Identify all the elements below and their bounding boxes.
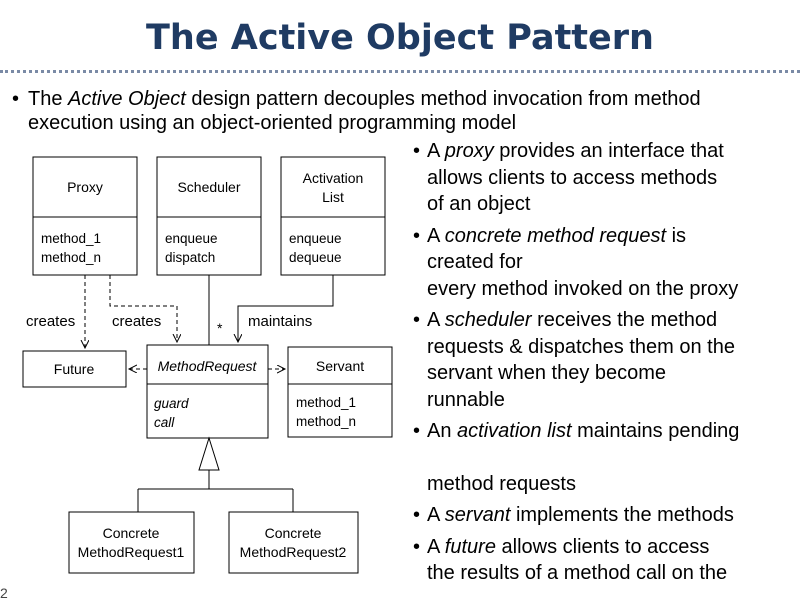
scheduler-name: Scheduler [177, 179, 240, 195]
bullet-marker: • [12, 88, 20, 110]
method-request-op-2: call [154, 415, 175, 430]
intro-emphasis: Active Object [68, 88, 186, 110]
proxy-op-1: method_1 [41, 231, 101, 246]
bullet-text: every method invoked on the proxy [427, 277, 739, 300]
bullet-text: A [427, 140, 445, 162]
bullet-text: the results of a method call on the [427, 562, 728, 584]
concrete-method-request-2-box [228, 511, 359, 574]
bullet-activation-list: • An activation list maintains pending m… [413, 418, 798, 497]
scheduler-box [156, 156, 262, 276]
activation-list-box [280, 156, 386, 276]
explanation-bullets: • A proxy provides an interface that all… [413, 138, 798, 587]
intro-prefix: The [28, 88, 69, 110]
intro-paragraph: • The Active Object design pattern decou… [12, 87, 792, 135]
bullet-text: implements the methods [510, 504, 734, 526]
creates-label-left: creates [26, 313, 75, 330]
proxy-class: Proxy method_1 method_n [32, 156, 138, 276]
bullet-scheduler: • A scheduler receives the method reques… [413, 307, 798, 413]
bullet-blank-line [427, 445, 798, 471]
concrete-1-name-line-2: MethodRequest1 [78, 544, 185, 560]
slide-number-fragment: 2 [0, 585, 8, 601]
bullet-text: An [427, 420, 458, 442]
activation-list-maintains-link [238, 275, 334, 342]
concrete-method-request-2-class: Concrete MethodRequest2 [228, 511, 359, 574]
method-request-class: MethodRequest guard call [146, 344, 269, 439]
scheduler-class: Scheduler enqueue dispatch [156, 156, 262, 276]
future-class: Future [22, 350, 127, 388]
bullet-text: receives the method [531, 309, 718, 331]
bullet-text: is [666, 224, 687, 247]
activation-list-class: Activation List enqueue dequeue [280, 156, 386, 276]
proxy-creates-method-request-link [109, 275, 177, 342]
servant-box [287, 346, 393, 438]
future-box [22, 350, 127, 388]
activation-list-name-line-1: Activation [303, 170, 364, 186]
proxy-name: Proxy [67, 179, 103, 195]
maintains-label: maintains [248, 313, 312, 330]
activation-list-name-line-2: List [322, 189, 344, 205]
bullet-emphasis: future [444, 535, 496, 558]
concrete-method-request-1-class: Concrete MethodRequest1 [68, 511, 195, 574]
bullet-emphasis: scheduler [444, 309, 532, 331]
intro-line-1: • The Active Object design pattern decou… [12, 87, 792, 111]
servant-op-2: method_n [296, 414, 356, 429]
bullet-servant: • A servant implements the methods [413, 502, 798, 529]
bullet-text: runnable [427, 388, 505, 411]
bullet-text: allows clients to access [495, 535, 710, 558]
intro-line2-text: execution using an object-oriented progr… [28, 112, 517, 134]
activation-list-op-2: dequeue [289, 250, 342, 265]
method-request-op-1: guard [154, 396, 189, 411]
bullet-emphasis: proxy [444, 140, 494, 162]
bullet-emphasis: servant [444, 504, 511, 526]
inheritance-triangle [198, 436, 220, 471]
uml-class-diagram: Proxy method_1 method_n Scheduler enqueu… [22, 156, 393, 574]
bullet-concrete-method-request: • A concrete method request is created f… [413, 223, 798, 303]
servant-class: Servant method_1 method_n [287, 346, 393, 438]
future-name: Future [54, 361, 95, 377]
bullet-marker: • [413, 224, 421, 247]
title-divider [0, 70, 800, 73]
page-title: The Active Object Pattern [146, 18, 654, 58]
method-request-box [146, 344, 269, 439]
bullet-text: of an object [427, 193, 531, 215]
method-request-name: MethodRequest [158, 358, 258, 374]
bullet-text: method requests [427, 472, 576, 495]
proxy-op-2: method_n [41, 250, 101, 265]
bullet-marker: • [413, 504, 421, 526]
creates-label-right: creates [112, 313, 161, 330]
bullet-text: A [427, 504, 445, 526]
bullet-marker: • [413, 309, 421, 331]
bullet-proxy: • A proxy provides an interface that all… [413, 138, 798, 218]
bullet-marker: • [413, 420, 421, 442]
bullet-text: servant when they become [427, 362, 667, 384]
bullet-text: A [427, 309, 445, 331]
concrete-method-request-1-box [68, 511, 195, 574]
bullet-text: requests & dispatches them on the [427, 335, 735, 358]
intro-rest: design pattern decouples method invocati… [185, 88, 701, 110]
bullet-text: A [427, 535, 445, 558]
servant-op-1: method_1 [296, 395, 356, 410]
bullet-text: maintains pending [571, 420, 740, 442]
bullet-text: A [427, 224, 445, 247]
bullet-text: created for [427, 251, 523, 273]
concrete-1-name-line-1: Concrete [103, 525, 160, 541]
activation-list-op-1: enqueue [289, 231, 342, 246]
proxy-box [32, 156, 138, 276]
intro-line-2: execution using an object-oriented progr… [12, 111, 792, 135]
multiplicity-label: * [217, 320, 223, 336]
bullet-marker: • [413, 535, 421, 558]
bullet-emphasis: concrete method request [444, 224, 667, 247]
concrete-2-name-line-1: Concrete [265, 525, 322, 541]
scheduler-op-2: dispatch [165, 250, 215, 265]
bullet-text: provides an interface that [493, 140, 724, 162]
bullet-future: • A future allows clients to access the … [413, 534, 798, 587]
bullet-text: allows clients to access methods [427, 166, 718, 189]
inheritance-tree [137, 470, 294, 512]
concrete-2-name-line-2: MethodRequest2 [240, 544, 347, 560]
scheduler-op-1: enqueue [165, 231, 218, 246]
bullet-emphasis: activation list [457, 420, 572, 442]
bullet-marker: • [413, 140, 421, 162]
servant-name: Servant [316, 358, 364, 374]
